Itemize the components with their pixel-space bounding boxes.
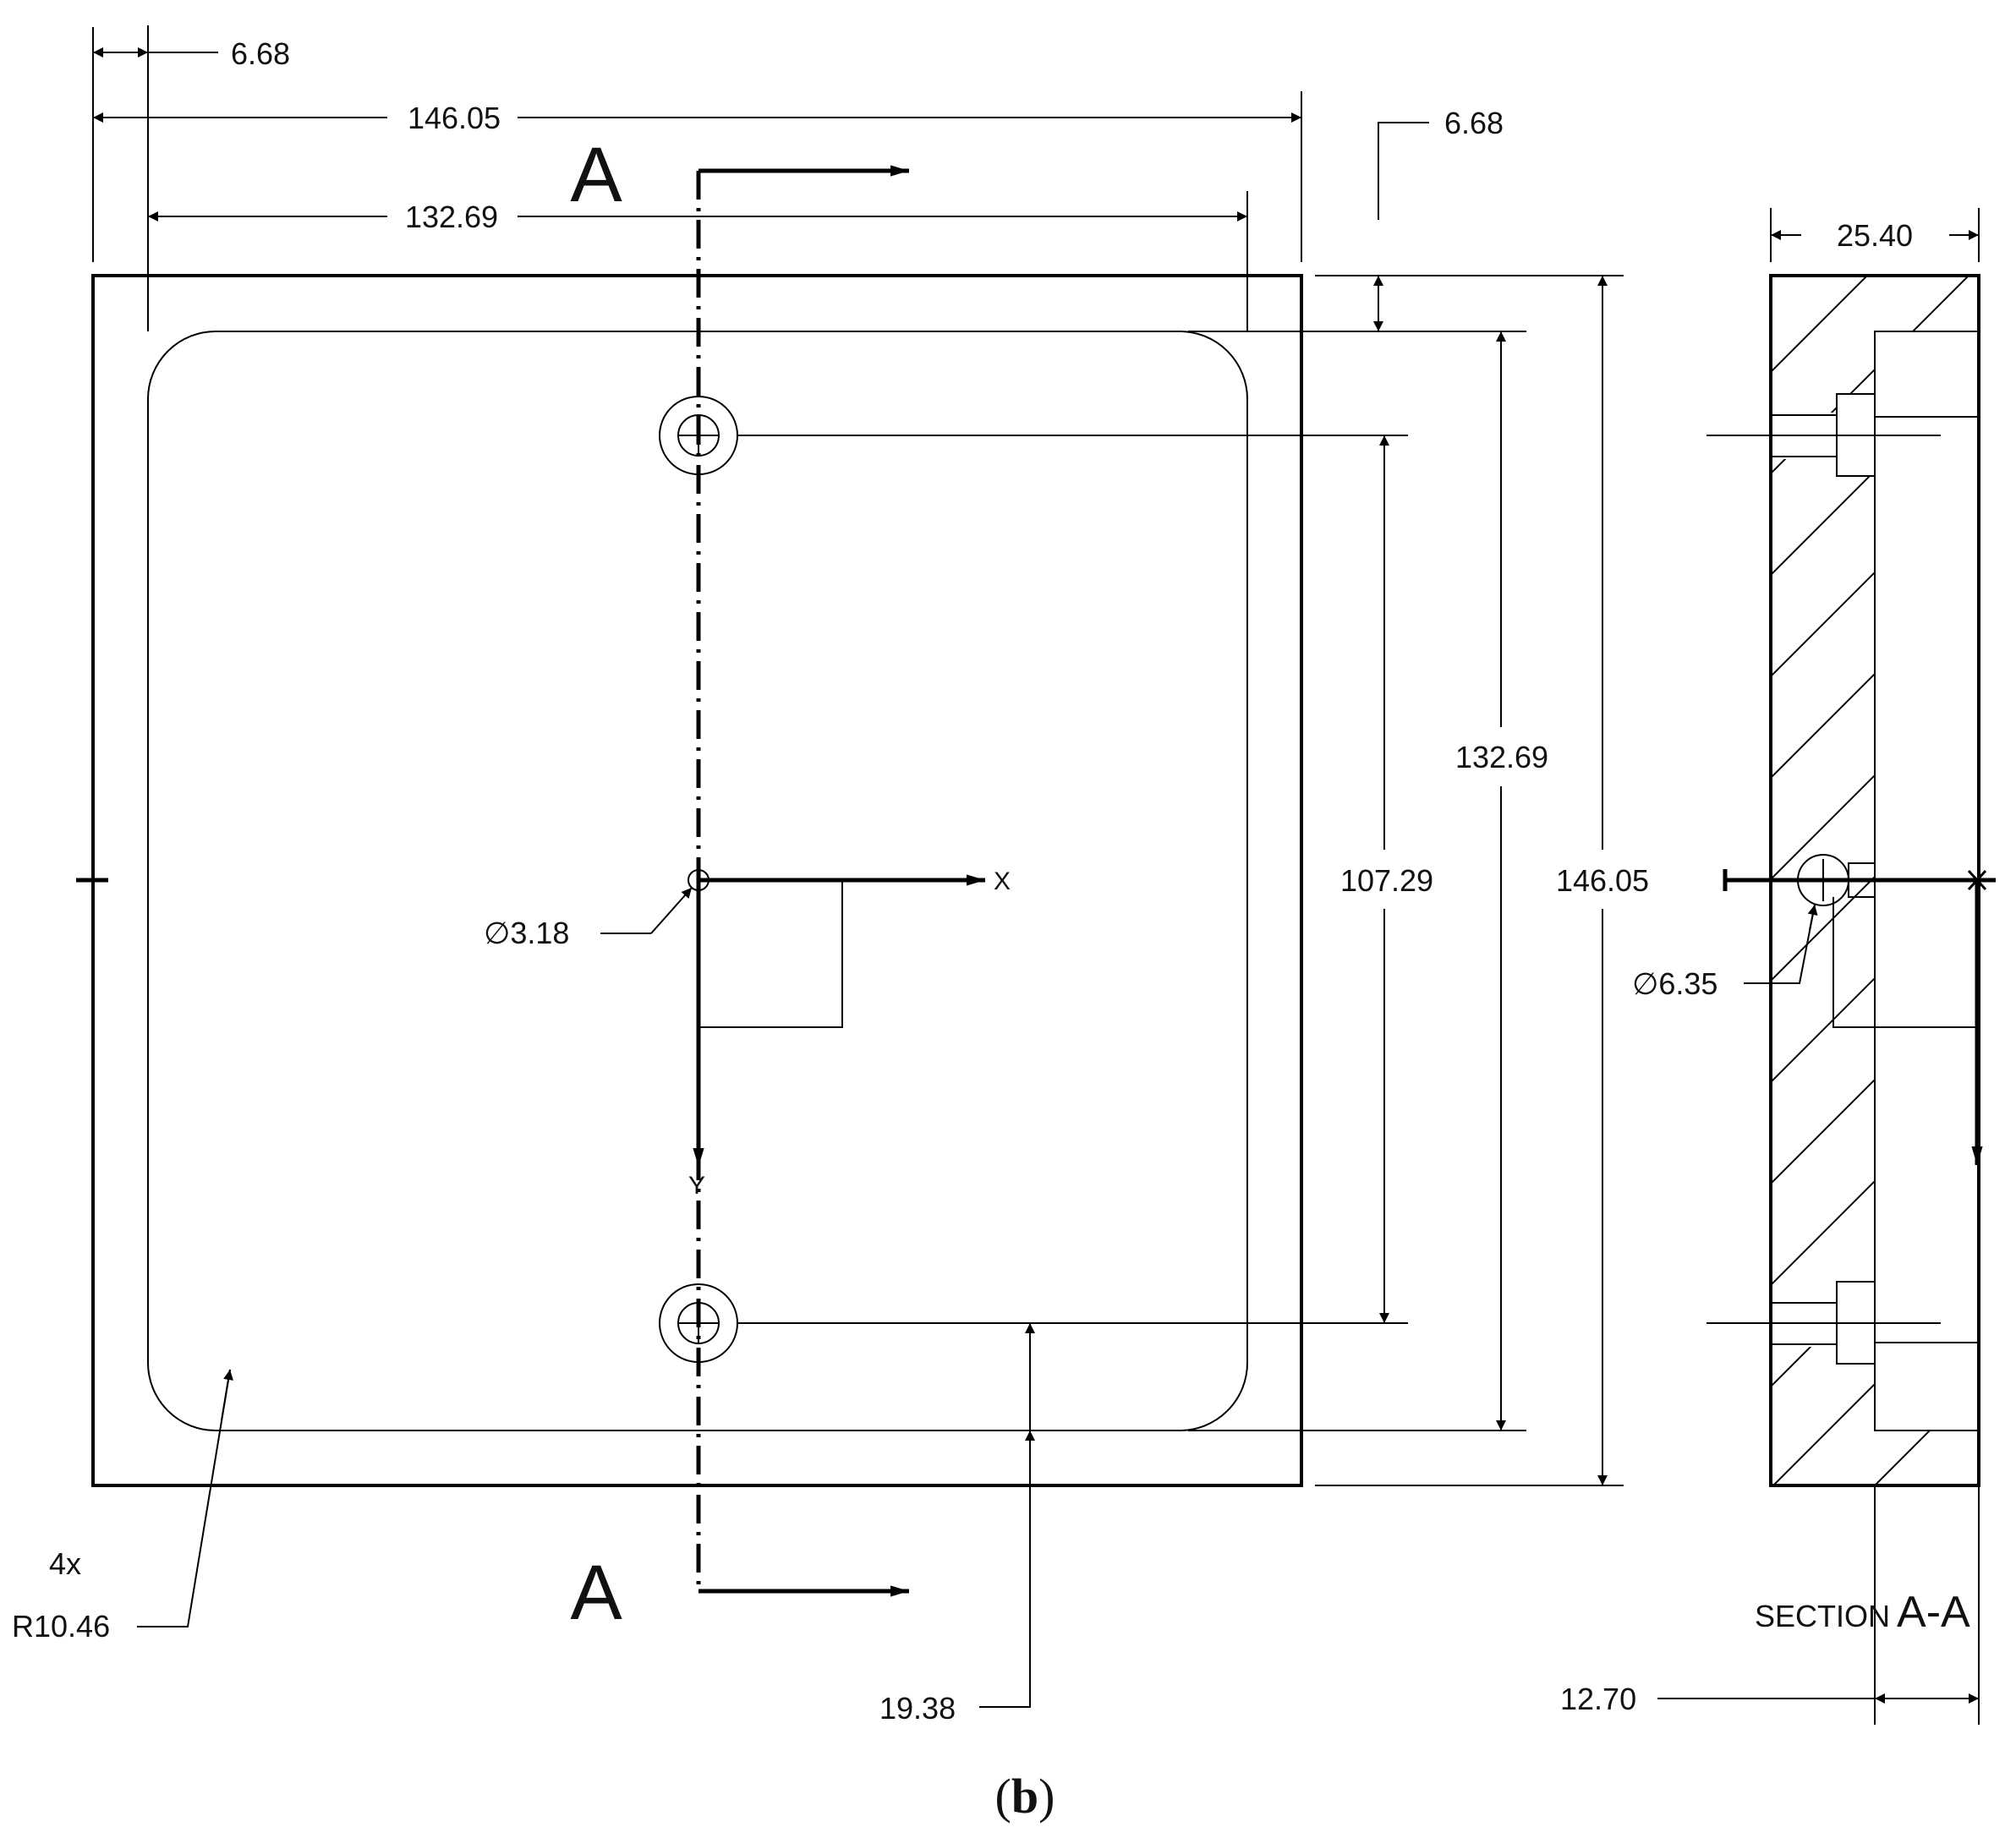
overall-width-dimension: 146.05 bbox=[408, 101, 501, 135]
pocket-width-dimension: 132.69 bbox=[405, 200, 498, 234]
pocket-height-dimension: 132.69 bbox=[1455, 740, 1548, 774]
corner-radius-leader bbox=[137, 1369, 231, 1627]
overall-height-dimension: 146.05 bbox=[1556, 863, 1649, 898]
hole-spacing-dimension: 107.29 bbox=[1340, 863, 1433, 898]
plan-view: A A X Y ∅3.18 4x R10.46 bbox=[12, 132, 1303, 1644]
hole-top bbox=[659, 396, 738, 475]
section-label-bottom: A bbox=[570, 1550, 622, 1636]
right-dimensions: 6.68 132.69 107.29 146.05 19.38 bbox=[737, 106, 1649, 1726]
caption-label: b bbox=[1011, 1769, 1038, 1824]
section-hole-leader bbox=[1744, 904, 1816, 984]
left-margin-dimension: 6.68 bbox=[231, 36, 290, 71]
caption-open-paren: ( bbox=[995, 1769, 1011, 1824]
top-dimensions: 6.68 146.05 132.69 bbox=[92, 25, 1302, 331]
section-counterbore-top bbox=[1706, 393, 1941, 477]
figure-caption: (b) bbox=[995, 1769, 1055, 1824]
section-hole-dimension: ∅6.35 bbox=[1632, 966, 1717, 1001]
y-axis-label: Y bbox=[688, 1172, 705, 1200]
datum-hole-leader-arrow bbox=[650, 887, 693, 934]
section-counterbore-bottom bbox=[1706, 1281, 1941, 1365]
top-margin-dimension: 6.68 bbox=[1444, 106, 1504, 140]
pocket-depth-dimension: 12.70 bbox=[1560, 1682, 1636, 1716]
x-axis-label: X bbox=[994, 867, 1011, 895]
corner-count: 4x bbox=[49, 1546, 81, 1581]
corner-radius-dimension: R10.46 bbox=[12, 1609, 110, 1644]
section-thickness-dimension: 25.40 bbox=[1837, 218, 1913, 253]
caption-close-paren: ) bbox=[1038, 1769, 1055, 1824]
corner-radius-leader-arrow bbox=[221, 1369, 233, 1421]
section-label-top: A bbox=[570, 132, 622, 218]
axis-box bbox=[698, 880, 843, 1028]
section-title-large: A-A bbox=[1897, 1588, 1970, 1637]
hole-offset-dimension: 19.38 bbox=[879, 1691, 956, 1726]
datum-hole-dimension: ∅3.18 bbox=[484, 916, 569, 950]
section-title-small: SECTION bbox=[1755, 1599, 1890, 1633]
